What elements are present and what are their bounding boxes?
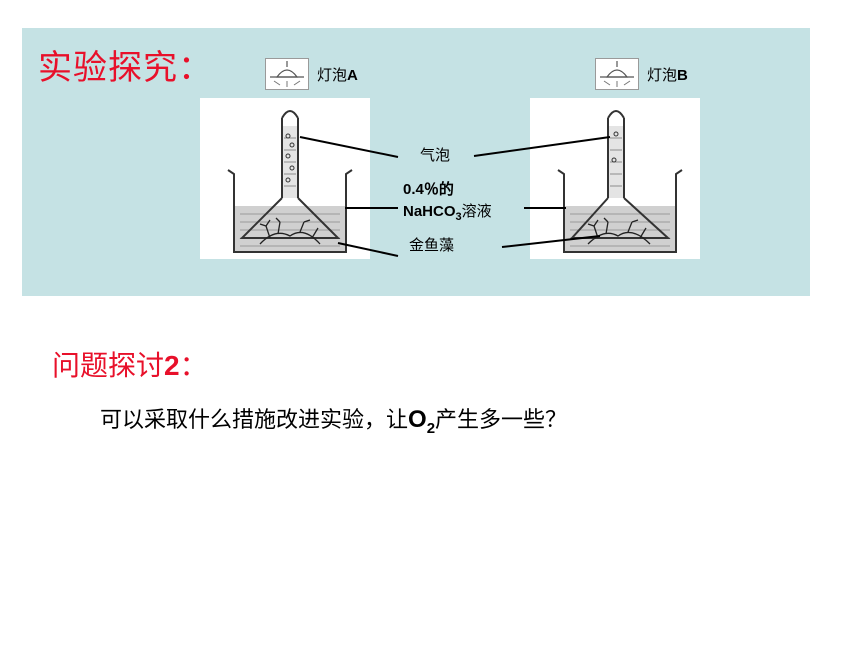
bubbles-label: 气泡 bbox=[420, 146, 451, 164]
lamp-a-icon bbox=[265, 58, 309, 90]
question-text: 可以采取什么措施改进实验，让O2产生多一些？ bbox=[100, 406, 568, 437]
question-title: 问题探讨2： bbox=[52, 349, 208, 382]
apparatus-a bbox=[200, 98, 370, 259]
bubbles-pointer-left bbox=[299, 136, 399, 158]
lamp-a-label: 灯泡A bbox=[317, 66, 358, 84]
apparatus-b bbox=[530, 98, 700, 259]
lamp-b-label: 灯泡B bbox=[647, 66, 688, 84]
plant-label: 金鱼藻 bbox=[409, 236, 455, 254]
plant-pointer-right bbox=[501, 235, 601, 248]
solution-concentration-label: 0.4％的 bbox=[403, 181, 454, 198]
solution-name-label: NaHCO3溶液 bbox=[403, 202, 492, 223]
bubbles-pointer-right bbox=[473, 136, 611, 157]
plant-pointer-left bbox=[337, 242, 399, 257]
lamp-b-icon bbox=[595, 58, 639, 90]
page-title: 实验探究： bbox=[38, 48, 213, 88]
